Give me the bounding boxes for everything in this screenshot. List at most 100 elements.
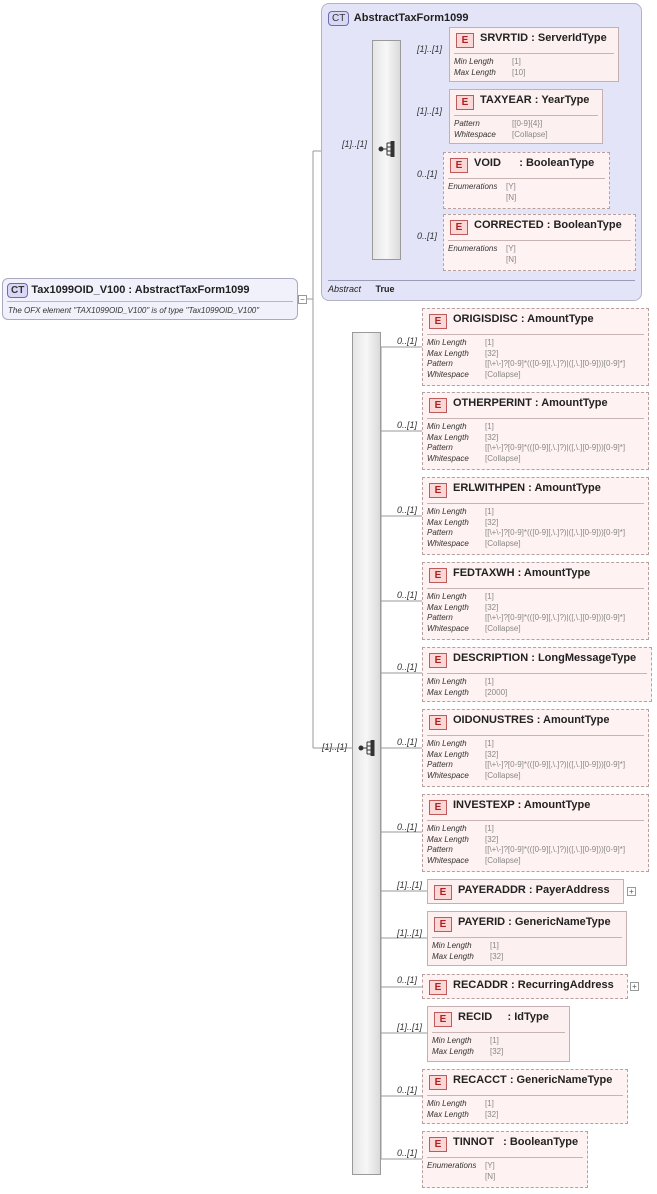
divider [432,1032,565,1033]
facet-row: Min Length[1] [427,1099,498,1110]
element-icon: E [429,980,447,995]
facet-value: [[\+\-]?[0-9]*(([0-9][,\.]?)|([,\.][0-9]… [485,845,626,854]
facet-row: Whitespace[Collapse] [427,856,625,867]
facet-row: Max Length[32] [427,518,625,529]
abstract-value: True [375,284,395,294]
facet-row: Max Length [10] [454,68,525,79]
divider [427,503,644,504]
facet-row: Pattern[[\+\-]?[0-9]*(([0-9][,\.]?)|([,\… [427,443,625,454]
facet-key: Pattern [454,119,480,128]
element-name: RECID : IdType [458,1011,549,1023]
facet-list: Min Length[1]Max Length[32]Pattern[[\+\-… [427,422,625,464]
facet-row: Max Length [32] [427,1110,498,1121]
collapse-toggle[interactable]: − [298,295,307,304]
facet-key: Max Length [432,1046,474,1056]
facet-value: [1] [485,739,494,748]
element-multiplicity: [1]..[1] [417,106,443,116]
divider [432,937,622,938]
element-multiplicity: 0..[1] [397,505,418,515]
element-multiplicity: 0..[1] [397,590,418,600]
element-name: INVESTEXP : AmountType [453,799,591,811]
expand-toggle[interactable]: + [627,887,636,896]
element-icon: E [429,653,447,668]
facet-value: [10] [512,67,526,77]
facet-row: Min Length[1] [427,677,507,688]
facet-value: [32] [485,749,499,759]
facet-value: [32] [485,1109,499,1119]
sequence-icon [358,740,375,756]
facet-row: Pattern[[\+\-]?[0-9]*(([0-9][,\.]?)|([,\… [427,528,625,539]
element-name: OIDONUSTRES : AmountType [453,714,610,726]
facet-value: [32] [485,834,499,844]
facet-row: Max Length[32] [427,603,625,614]
element-icon: E [434,1012,452,1027]
facet-value: [Collapse] [485,538,521,548]
element-multiplicity: [1]..[1] [397,880,423,890]
facet-value: [Collapse] [485,369,521,379]
element-name: FEDTAXWH : AmountType [453,567,591,579]
facet-value: [1] [490,1036,499,1045]
element-icon: E [434,917,452,932]
facet-row: Min Length[1] [427,338,625,349]
expand-toggle[interactable]: + [630,982,639,991]
abstract-type-name[interactable]: AbstractTaxForm1099 [353,12,469,24]
root-element-name: Tax1099OID_V100 : AbstractTaxForm1099 [31,284,250,296]
element-name: PAYERADDR : PayerAddress [458,884,610,896]
element-name: VOID : BooleanType [474,157,595,169]
facet-row: Pattern[[\+\-]?[0-9]*(([0-9][,\.]?)|([,\… [427,845,625,856]
abstract-footer: Abstract True [328,280,635,297]
facet-value: [Collapse] [485,770,521,780]
facet-row: Whitespace[Collapse] [427,771,625,782]
element-name: SRVRTID : ServerIdType [480,32,607,44]
facet-row: Enumerations[Y][N] [427,1161,495,1182]
element-name: RECACCT : GenericNameType [453,1074,613,1086]
abstract-key: Abstract [328,284,362,294]
facet-key: Max Length [454,67,496,77]
divider [427,673,647,674]
element-icon: E [429,715,447,730]
complex-type-icon: CT [328,11,350,26]
facet-key: Pattern [427,760,453,769]
divider [427,820,644,821]
facet-key: Min Length [427,422,467,431]
facet-key: Whitespace [427,453,469,463]
facet-row: Min Length[1] [454,57,525,68]
facet-list: Min Length[1]Max Length[32]Pattern[[\+\-… [427,739,625,781]
element-multiplicity: 0..[1] [397,737,418,747]
facet-value: [[\+\-]?[0-9]*(([0-9][,\.]?)|([,\.][0-9]… [485,528,626,537]
facet-key: Pattern [427,359,453,368]
facet-value: [Collapse] [485,453,521,463]
element-icon: E [450,158,468,173]
element-icon: E [429,1137,447,1152]
facet-key: Max Length [427,1109,469,1119]
divider [427,334,644,335]
facet-key: Enumerations [448,182,498,191]
facet-list: Min Length[1]Max Length[32]Pattern[[\+\-… [427,592,625,634]
facet-key: Whitespace [454,129,496,139]
facet-value: [Collapse] [485,855,521,865]
facet-list: Min Length[1]Max Length [10] [454,57,525,78]
root-element-box[interactable]: CT Tax1099OID_V100 : AbstractTaxForm1099… [2,278,298,320]
element-multiplicity: 0..[1] [417,169,438,179]
facet-key: Min Length [427,592,467,601]
facet-key: Pattern [427,613,453,622]
facet-key: Max Length [427,517,469,527]
facet-value: [1] [485,677,494,686]
